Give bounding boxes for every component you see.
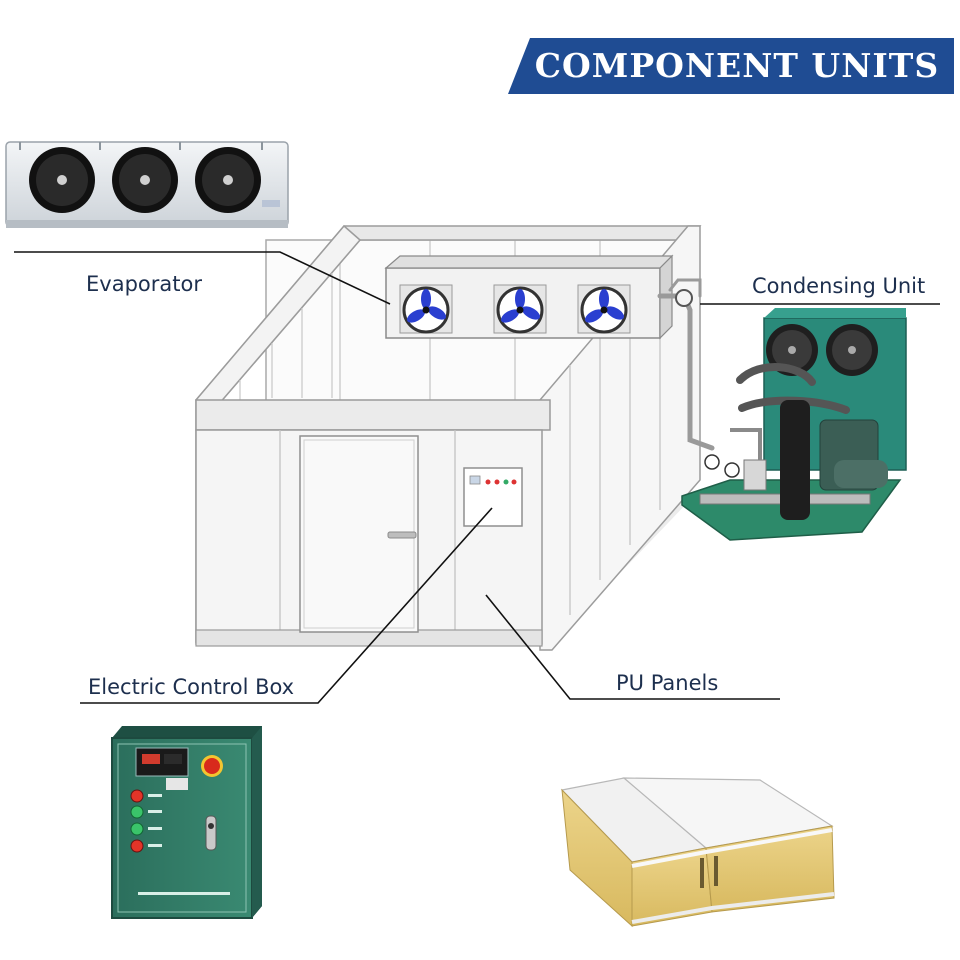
header-banner: COMPONENT UNITS bbox=[508, 38, 954, 94]
condensing-unit-label: Condensing Unit bbox=[752, 274, 926, 298]
cold-room bbox=[194, 224, 715, 651]
mounted-evaporator bbox=[384, 254, 674, 340]
cold-room-door bbox=[299, 435, 419, 633]
gauge-icon bbox=[704, 454, 740, 478]
evaporator-leader-line bbox=[14, 251, 391, 305]
leader-lines bbox=[14, 251, 940, 704]
page-title: COMPONENT UNITS bbox=[534, 46, 940, 85]
pipe-fitting-icon bbox=[675, 289, 693, 307]
pu-panels bbox=[560, 777, 835, 928]
electric-control-box-leader-line bbox=[80, 507, 493, 704]
pu-panels-leader-line bbox=[485, 594, 780, 700]
evaporator-label: Evaporator bbox=[86, 272, 202, 296]
electric-control-box-label: Electric Control Box bbox=[88, 675, 295, 699]
key-lock-icon bbox=[205, 815, 217, 851]
evaporator-fan-icon bbox=[195, 147, 261, 213]
electric-control-box bbox=[111, 726, 262, 919]
evaporator-fan-icon bbox=[112, 147, 178, 213]
condenser-fan-icon bbox=[766, 324, 818, 376]
indicator-lights bbox=[130, 789, 162, 853]
evaporator-unit bbox=[5, 141, 289, 228]
emergency-stop-icon bbox=[201, 755, 223, 777]
evaporator-fan-icon bbox=[493, 284, 547, 334]
evaporator-fan-icon bbox=[577, 284, 631, 334]
evaporator-fan-icon bbox=[29, 147, 95, 213]
condensing-unit bbox=[681, 308, 907, 541]
evaporator-fan-icon bbox=[399, 284, 453, 334]
pu-panels-label: PU Panels bbox=[616, 671, 719, 695]
wall-control-box bbox=[463, 467, 523, 527]
brand-tag bbox=[262, 200, 280, 207]
condenser-fan-icon bbox=[826, 324, 878, 376]
